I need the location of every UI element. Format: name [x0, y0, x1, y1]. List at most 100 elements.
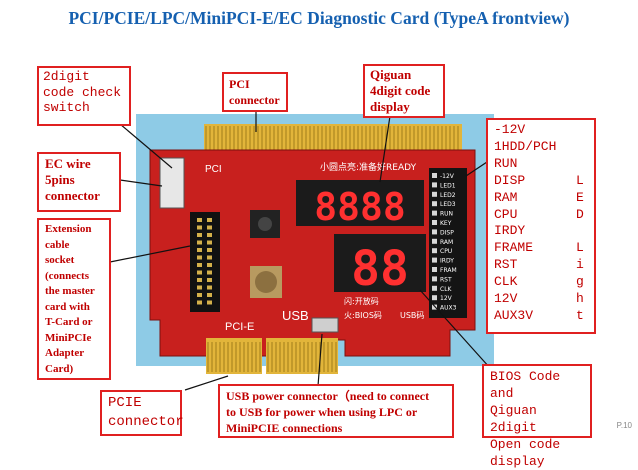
board-led: [432, 210, 437, 216]
code-switch-knob: [258, 217, 272, 231]
led-name: IRDY: [494, 223, 526, 239]
label-line: (connects: [45, 269, 89, 282]
ec-wire-callout: EC wire 5pins connector: [37, 152, 121, 212]
usb-code-text: USB码: [400, 311, 424, 320]
socket-pin: [197, 293, 202, 297]
led-letter: [576, 156, 588, 173]
socket-pin: [197, 255, 202, 260]
ec-wire-connector: [159, 157, 185, 209]
board-led-label: CPU: [440, 248, 452, 255]
pci-connector-callout: PCI connector: [222, 72, 288, 112]
arrow-qiguan: [379, 115, 391, 183]
label-line: connector: [229, 93, 280, 107]
board-led-label: -12V: [440, 173, 455, 180]
board-led: [432, 220, 437, 225]
label-line: USB power connector（need to connect: [226, 389, 430, 403]
socket-pin: [197, 225, 202, 230]
board-led: [432, 248, 437, 254]
socket-pin: [207, 218, 212, 222]
label-line: Open code: [490, 437, 561, 452]
led-name: -12V: [494, 122, 526, 137]
usb-port: [311, 317, 339, 333]
led-name: 1HDD/PCH: [494, 138, 557, 154]
open-text: 闪:开放码: [344, 296, 379, 306]
socket-pin: [197, 300, 202, 305]
board-led-label: CLK: [440, 286, 453, 293]
led-name: CPU: [494, 206, 518, 222]
led-letter: [576, 122, 588, 139]
socket-pin: [197, 240, 202, 245]
label-line: the master: [45, 285, 95, 297]
label-line: code check: [43, 84, 122, 100]
board-led-label: KEY: [440, 220, 452, 227]
usb-power-callout: USB power connector（need to connect to U…: [218, 384, 454, 438]
label-line: Qiguan 2digit: [490, 403, 537, 435]
diagnostic-card-illustration: 8888 88 -12VLED1LED2LED3RUNKEYDISPRAMCPU…: [99, 110, 494, 391]
arrow-code-switch: [119, 123, 173, 169]
label-line: 4digit code: [370, 83, 431, 98]
board-led: [432, 173, 437, 178]
board-led-label: LED3: [440, 201, 456, 208]
socket-pin: [197, 248, 202, 252]
page-number: P.10: [616, 421, 632, 430]
socket-pin: [207, 300, 212, 305]
board-led-label: LED1: [440, 182, 456, 189]
board-led-label: RST: [440, 276, 452, 283]
led-letter: L: [576, 240, 584, 256]
led-letter: h: [576, 291, 584, 307]
led-name: AUX3V: [494, 307, 534, 323]
pcie-silk: PCI-E: [225, 321, 254, 333]
board-led: [432, 304, 437, 310]
label-line: MiniPCIE connections: [226, 421, 343, 435]
led-name: 12V: [494, 291, 518, 307]
label-line: connector: [108, 414, 184, 430]
led-name: DISP: [494, 172, 526, 188]
socket-pin: [207, 270, 212, 275]
label-line: display: [490, 454, 545, 469]
label-line: PCIE: [108, 395, 142, 411]
socket-pin: [207, 293, 212, 297]
led-list-row: IRDY: [494, 223, 588, 240]
label-line: PCI: [229, 77, 250, 91]
socket-pin: [197, 270, 202, 275]
socket-pin: [207, 285, 212, 290]
usb-silk: USB: [282, 308, 309, 323]
led-list-row: -12V: [494, 122, 588, 139]
label-line: MiniPCIe: [45, 331, 92, 344]
qiguan-4digit-display: [296, 180, 424, 226]
label-line: to USB for power when using LPC or: [226, 405, 418, 419]
socket-pin: [197, 285, 202, 290]
board-led: [432, 238, 437, 244]
led-list-row: 1HDD/PCH: [494, 139, 588, 156]
board-led-label: LED2: [440, 192, 456, 199]
socket-pin: [207, 278, 212, 282]
code-switch-callout: 2digit code check switch: [37, 66, 131, 126]
bios-code-callout: BIOS Code and Qiguan 2digit Open code di…: [482, 364, 592, 469]
label-line: display: [370, 99, 410, 114]
extension-callout: Extension cable socket (connects the mas…: [37, 218, 111, 380]
led-list-row: RUN: [494, 156, 588, 173]
label-line: 5pins: [45, 172, 75, 187]
board-led-label: 12V: [440, 295, 453, 302]
board-led: [432, 285, 437, 291]
board-led-label: FRAM: [440, 267, 457, 274]
board-led-label: DISP: [440, 229, 454, 236]
socket-pin: [197, 263, 202, 267]
socket-pin: [207, 255, 212, 260]
socket-pin: [197, 218, 202, 222]
socket-pin: [197, 278, 202, 282]
led-name: CLK: [494, 274, 518, 290]
socket-pin: [197, 233, 202, 237]
ready-text: 小圆点亮:准备好READY: [320, 161, 417, 173]
pci-silk: PCI: [205, 164, 222, 175]
label-line: BIOS Code and: [490, 369, 561, 401]
board-led: [432, 201, 437, 207]
led-letter: E: [576, 189, 584, 205]
led-name: RAM: [494, 189, 518, 205]
board-led: [432, 276, 437, 282]
led-list-row: RAM E: [494, 190, 588, 207]
big-digits: 8888: [314, 185, 406, 229]
